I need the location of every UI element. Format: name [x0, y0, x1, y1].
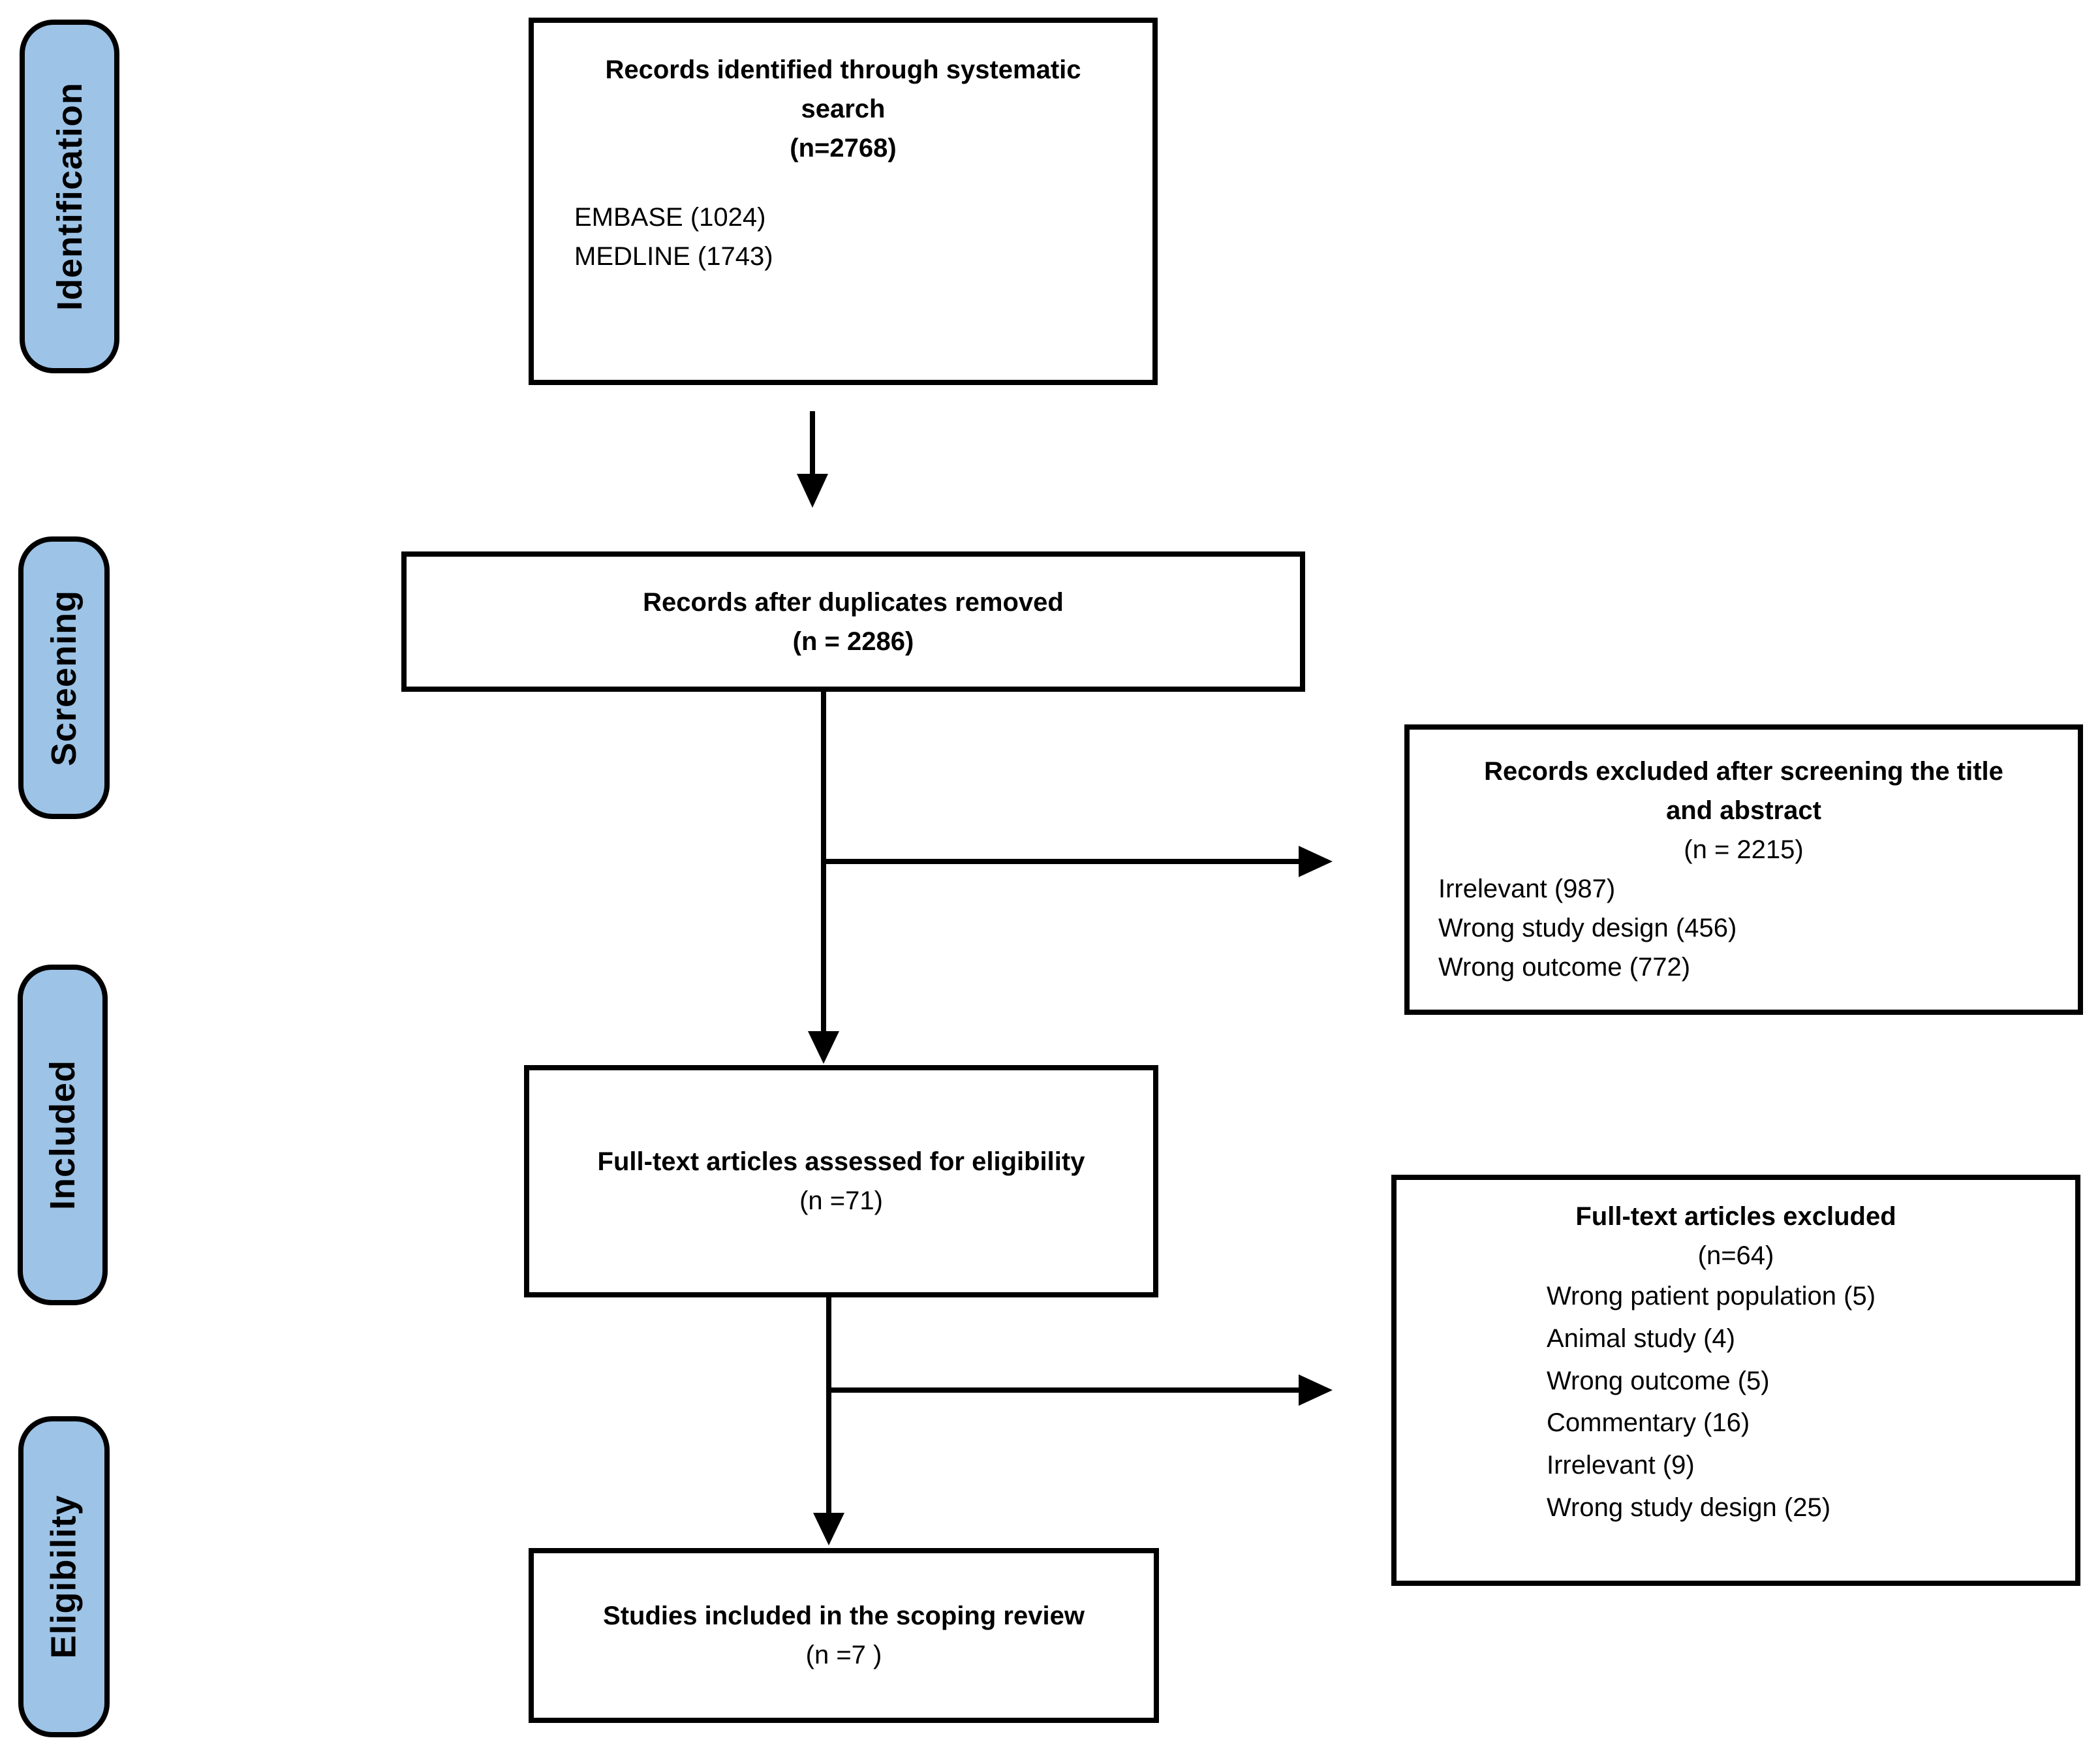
- box-title: Records after duplicates removed: [643, 587, 1064, 617]
- source-list: EMBASE (1024) MEDLINE (1743): [557, 198, 1129, 276]
- exclusion-reason-list: Irrelevant (987) Wrong study design (456…: [1424, 869, 2063, 987]
- arrow-to-title-abstract-excluded-head: [1299, 846, 1333, 877]
- exclusion-reason-item: Wrong study design (25): [1547, 1493, 1831, 1522]
- box-count: (n = 2286): [792, 627, 914, 656]
- stage-label-identification: Identification: [20, 20, 119, 373]
- box-fulltext-assessed: Full-text articles assessed for eligibil…: [524, 1065, 1158, 1297]
- box-studies-included: Studies included in the scoping review (…: [529, 1548, 1159, 1723]
- box-count: (n=2768): [790, 134, 897, 163]
- box-count: (n =71): [799, 1186, 883, 1215]
- exclusion-reason-item: Wrong outcome (5): [1547, 1366, 1770, 1395]
- stage-label-screening: Screening: [18, 536, 110, 819]
- box-title: Records excluded after screening the tit…: [1424, 752, 2063, 830]
- box-count: (n = 2215): [1684, 835, 1804, 864]
- arrow-identified-to-duplicates-head: [797, 474, 828, 508]
- arrow-fulltext-to-included-head: [813, 1513, 844, 1545]
- stage-label-included: Included: [18, 965, 108, 1305]
- stage-label-text: Identification: [50, 82, 89, 311]
- stage-label-text: Included: [43, 1059, 83, 1211]
- exclusion-reason-item: Irrelevant (987): [1438, 875, 1616, 903]
- exclusion-reason-item: Wrong outcome (772): [1438, 953, 1691, 982]
- arrow-duplicates-to-fulltext-head: [808, 1031, 839, 1064]
- exclusion-reason-item: Wrong patient population (5): [1547, 1282, 1876, 1310]
- box-records-identified: Records identified through systematic se…: [529, 18, 1158, 385]
- exclusion-reason-item: Animal study (4): [1547, 1324, 1735, 1353]
- stage-label-text: Eligibility: [44, 1495, 84, 1659]
- box-duplicates-removed: Records after duplicates removed (n = 22…: [401, 551, 1305, 692]
- arrow-to-fulltext-excluded-head: [1299, 1374, 1333, 1406]
- box-title-line: Records identified through systematic: [605, 55, 1081, 84]
- box-count: (n =7 ): [805, 1641, 882, 1669]
- stage-label-text: Screening: [44, 589, 84, 766]
- box-title: Records identified through systematic se…: [557, 50, 1129, 129]
- exclusion-reason-item: Commentary (16): [1547, 1408, 1750, 1438]
- box-title: Studies included in the scoping review: [603, 1602, 1085, 1630]
- box-title: Full-text articles excluded: [1575, 1202, 1896, 1231]
- box-title-line: and abstract: [1666, 796, 1821, 825]
- box-title-line: search: [801, 95, 886, 123]
- box-fulltext-excluded: Full-text articles excluded (n=64) Wrong…: [1391, 1175, 2080, 1586]
- box-title: Full-text articles assessed for eligibil…: [597, 1147, 1085, 1176]
- box-title-line: Records excluded after screening the tit…: [1484, 757, 2003, 786]
- exclusion-reason-item: Irrelevant (9): [1547, 1451, 1695, 1480]
- stage-label-eligibility: Eligibility: [18, 1416, 110, 1737]
- exclusion-reason-item: Wrong study design (456): [1438, 914, 1737, 942]
- box-count: (n=64): [1697, 1241, 1774, 1270]
- source-item: EMBASE (1024): [574, 203, 766, 232]
- source-item: MEDLINE (1743): [574, 242, 773, 271]
- exclusion-reason-list: Wrong patient population (5) Animal stud…: [1547, 1275, 2062, 1529]
- box-title-abstract-excluded: Records excluded after screening the tit…: [1404, 724, 2083, 1015]
